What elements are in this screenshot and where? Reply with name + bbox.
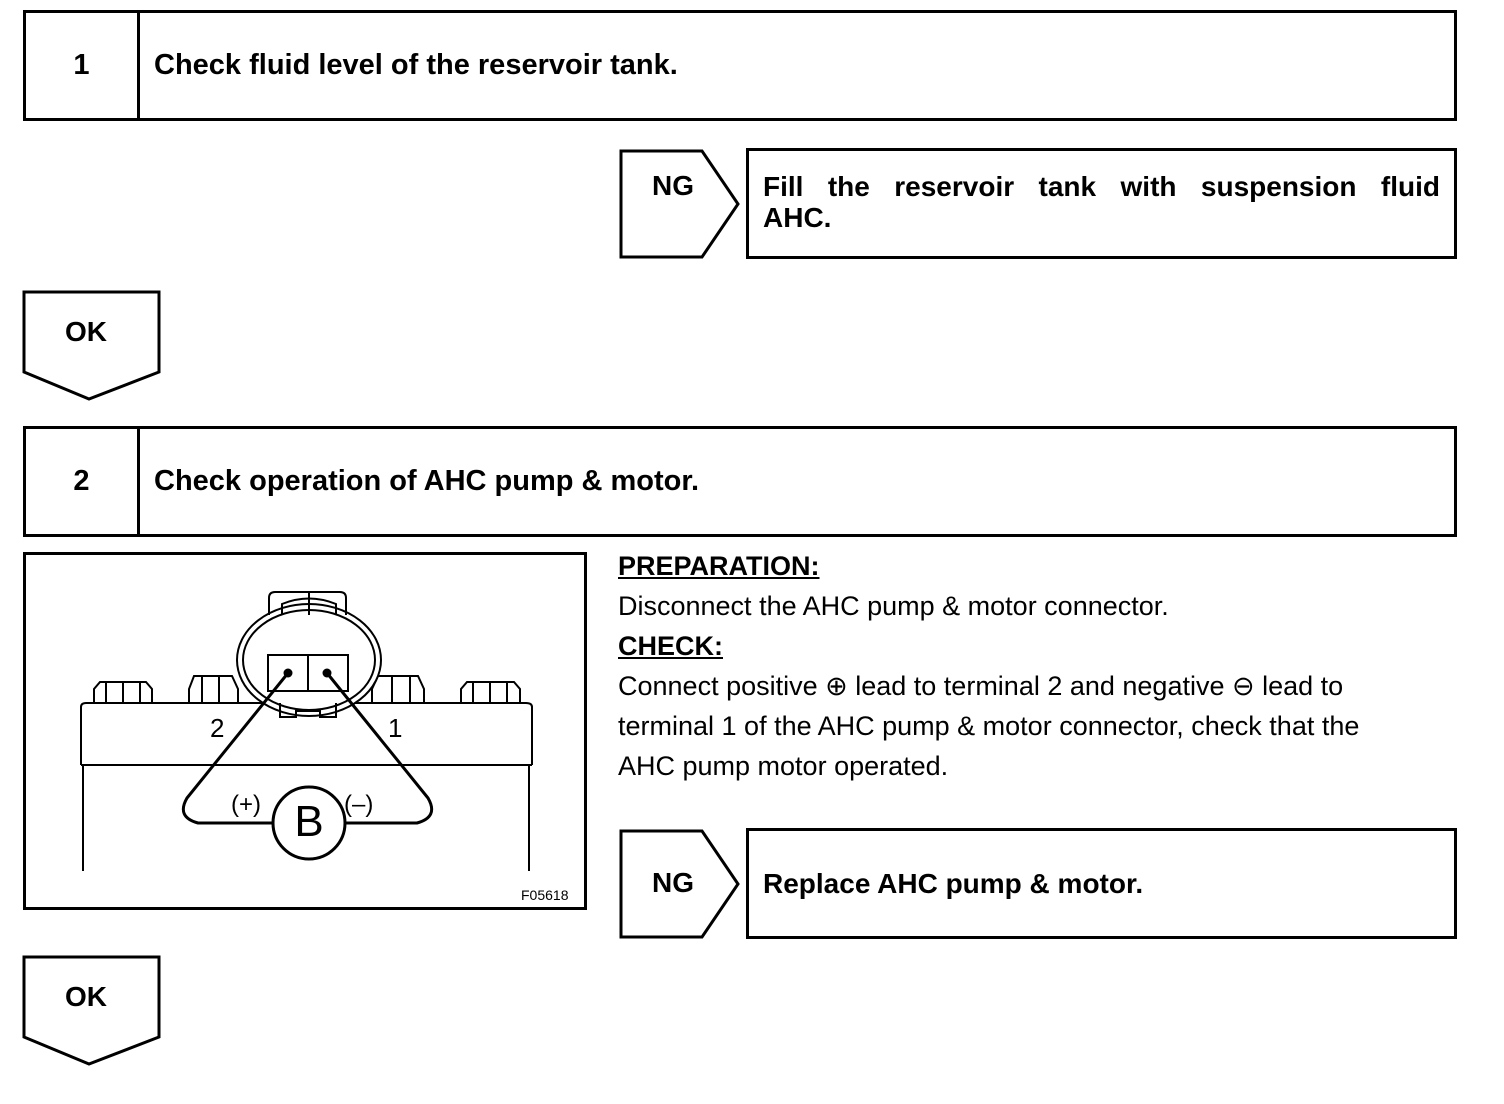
connector-diagram <box>80 591 533 871</box>
connector-figure: 2 1 (+) (–) B F05618 <box>23 552 587 910</box>
instructions: PREPARATION: Disconnect the AHC pump & m… <box>618 546 1458 786</box>
step-2-header: 2 Check operation of AHC pump & motor. <box>23 426 1457 537</box>
figure-code: F05618 <box>521 887 569 903</box>
step-title: Check operation of AHC pump & motor. <box>154 465 700 497</box>
ng-arrow-1 <box>619 149 740 259</box>
ok-arrow-1 <box>22 290 161 401</box>
ok-arrow-2 <box>22 955 161 1066</box>
preparation-heading: PREPARATION: <box>618 551 820 581</box>
check-text-line: terminal 1 of the AHC pump & motor conne… <box>618 711 1360 741</box>
ng-action-box-2: Replace AHC pump & motor. <box>746 828 1457 939</box>
check-text-line: Connect positive ⊕ lead to terminal 2 an… <box>618 671 1344 701</box>
ok-label: OK <box>65 316 107 347</box>
positive-label: (+) <box>231 791 261 818</box>
ng-action-text: Replace AHC pump & motor. <box>763 867 1144 899</box>
negative-label: (–) <box>344 791 374 818</box>
step-1-header: 1 Check fluid level of the reservoir tan… <box>23 10 1457 121</box>
step-number: 1 <box>26 13 140 118</box>
terminal-1-label: 1 <box>388 713 403 743</box>
ng-action-text: Fill the reservoir tank with suspension … <box>763 171 1440 233</box>
preparation-text: Disconnect the AHC pump & motor connecto… <box>618 591 1169 621</box>
ng-action-box-1: Fill the reservoir tank with suspension … <box>746 148 1457 259</box>
ng-arrow-2 <box>619 829 740 939</box>
ng-label: NG <box>652 867 694 898</box>
check-text-line: AHC pump motor operated. <box>618 751 949 781</box>
ok-label: OK <box>65 981 107 1012</box>
check-heading: CHECK: <box>618 631 723 661</box>
ng-label: NG <box>652 170 694 201</box>
terminal-2-label: 2 <box>210 713 225 743</box>
battery-symbol: B <box>294 797 324 846</box>
step-title: Check fluid level of the reservoir tank. <box>154 49 678 81</box>
step-number: 2 <box>26 429 140 534</box>
